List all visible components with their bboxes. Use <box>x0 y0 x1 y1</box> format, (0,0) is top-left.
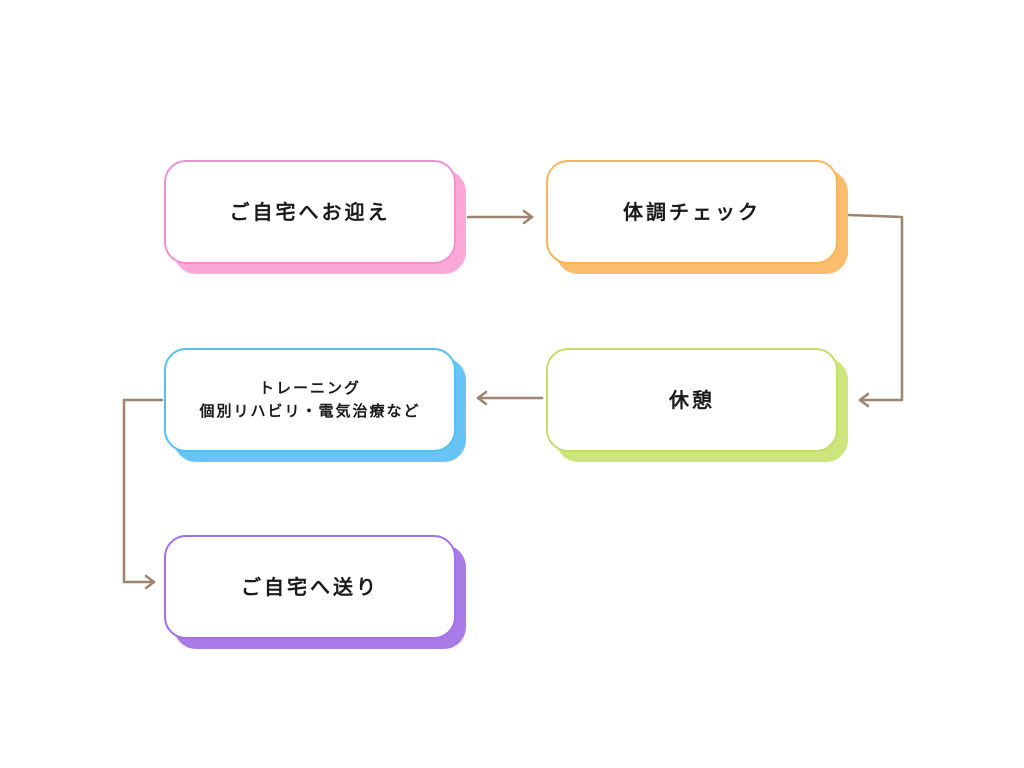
step-dropoff-label: ご自宅へ送り <box>241 575 379 599</box>
step-health-check: 体調チェック <box>546 160 848 274</box>
step-dropoff: ご自宅へ送り <box>164 535 466 649</box>
arrow-step4-to-step5 <box>122 398 164 584</box>
step-rest-label: 休憩 <box>669 388 715 412</box>
step-pickup-label: ご自宅へお迎え <box>229 200 391 224</box>
step-training-title: トレーニング <box>258 378 361 397</box>
step-health-check-label: 体調チェック <box>623 200 761 224</box>
arrow-step2-to-step3 <box>846 213 904 402</box>
step-pickup: ご自宅へお迎え <box>164 160 466 274</box>
step-training: トレーニング 個別リハビリ・電気治療など <box>164 348 466 462</box>
step-rest: 休憩 <box>546 348 848 462</box>
step-training-detail: 個別リハビリ・電気治療など <box>199 402 421 420</box>
